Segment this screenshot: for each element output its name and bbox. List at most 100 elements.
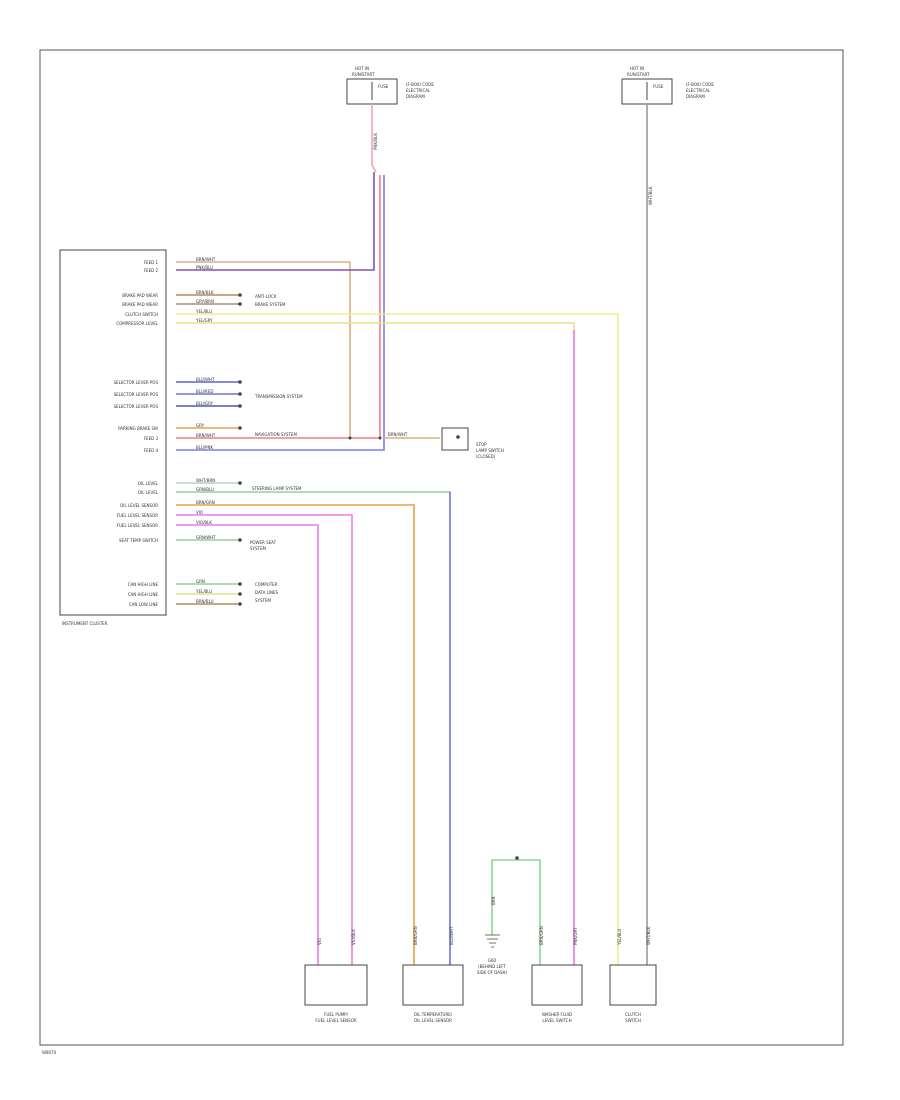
wire-code-oilsensor: BRN/GRN — [196, 500, 215, 505]
top-left-desc-2: ELECTRICAL — [406, 88, 431, 93]
pin-label-selector3: SELECTOR LEVER POS — [114, 404, 159, 409]
clutch-wire-1: YEL/BLU — [617, 929, 622, 946]
wire-code-feed3: BRN/WHT — [196, 433, 216, 438]
bottom-component-oil: BRN/GRN BLU/WHT OIL TEMPERATURE/ OIL LEV… — [402, 926, 464, 1023]
ground-label-1: G60 — [488, 958, 497, 963]
pin-label-can1: CAN HIGH LINE — [128, 582, 159, 587]
wire-pink-top — [371, 104, 377, 173]
ref-computer-3: SYSTEM — [255, 598, 271, 603]
oil-wire-2: BLU/WHT — [449, 926, 454, 945]
wire-green-oil — [176, 491, 451, 965]
wire-code-selector3: BLU/GRY — [196, 401, 214, 406]
clutch-label-2: SWITCH — [625, 1018, 641, 1023]
ground-wire: BRN — [491, 896, 496, 905]
wire-violet-feed2 — [176, 172, 375, 271]
wires — [176, 104, 648, 965]
wire-code-oil2: GRN/BLU — [196, 487, 214, 492]
stop-lamp-label-1: STOP — [476, 442, 487, 447]
ref-power-seat-2: SYSTEM — [250, 546, 266, 551]
wire-washer-ground — [491, 859, 541, 965]
pin-label-selector2: SELECTOR LEVER POS — [114, 392, 159, 397]
oil-label-1: OIL TEMPERATURE/ — [414, 1012, 453, 1017]
pin-label-compressor: COMPRESSOR LEVEL — [116, 321, 158, 326]
wire-code-fuel2: VIO/BLK — [196, 520, 212, 525]
wire-violet-fuel2 — [176, 514, 353, 965]
oil-sensor-box — [402, 964, 464, 1006]
stop-lamp-box — [441, 427, 469, 451]
stop-lamp-label-2: LAMP SWITCH — [476, 448, 504, 453]
ref-navigation: NAVIGATION SYSTEM — [255, 432, 297, 437]
cluster-name: INSTRUMENT CLUSTER — [62, 621, 108, 626]
top-right-wire-label: WHT/BLK — [648, 186, 653, 205]
ref-power-seat-1: POWER SEAT — [250, 540, 277, 545]
ref-anti-lock-1: ANTI-LOCK — [255, 294, 277, 299]
wire-code-clutch: YEL/BLU — [195, 309, 212, 314]
instrument-cluster: INSTRUMENT CLUSTER FEED 1 FEED 2 BRAKE P… — [59, 249, 382, 626]
pin-label-parking: PARKING BRAKE SW — [118, 426, 158, 431]
ref-computer-2: DATA LINES — [255, 590, 279, 595]
fuel-wire-2: VIO/BLK — [351, 929, 356, 945]
pin-label-feed1: FEED 1 — [144, 260, 159, 265]
washer-wire-1: BRN/GRN — [539, 926, 544, 945]
wire-code-parking: GRY — [196, 423, 205, 428]
top-left-desc-3: DIAGRAM — [406, 94, 425, 99]
clutch-switch-box — [609, 964, 657, 1006]
wire-code-selector1: BLU/WHT — [196, 377, 215, 382]
fuel-sensor-box — [304, 964, 368, 1006]
ground-label-3: SIDE OF DASH) — [477, 970, 508, 975]
top-left-title-2: RUN/START — [352, 72, 375, 77]
wire-code-compressor: YEL/GRY — [195, 318, 213, 323]
washer-label-1: WASHER FLUID — [542, 1012, 572, 1017]
stop-lamp-label-3: (CLOSED) — [476, 454, 496, 459]
stop-lamp-switch: BRN/WHT STOP LAMP SWITCH (CLOSED) — [388, 427, 504, 459]
fuel-wire-1: VIO — [317, 938, 322, 945]
footer-code: W8070 — [42, 1050, 57, 1055]
pin-label-fuel1: FUEL LEVEL SENSOR — [117, 513, 159, 518]
pin-label-can3: CAN LOW LINE — [129, 602, 159, 607]
wire-code-selector2: BLU/RED — [196, 389, 213, 394]
pin-label-brakepad2: BRAKE PAD WEAR — [122, 302, 158, 307]
clutch-label-1: CLUTCH — [625, 1012, 641, 1017]
washer-wire-2: PNK/GRY — [573, 927, 578, 945]
wire-code-can3: BRN/BLU — [196, 599, 214, 604]
top-right-title-1: HOT IN — [630, 66, 644, 71]
oil-wire-1: BRN/GRN — [413, 926, 418, 945]
top-left-wire-label: PNK/BLK — [373, 133, 378, 150]
top-connector-left: HOT IN RUN/START FUSE (F-BOX) CODE ELECT… — [346, 66, 434, 150]
wire-violet-fuel1 — [176, 524, 319, 965]
pin-label-feed3: FEED 3 — [144, 436, 159, 441]
pin-label-oil1: OIL LEVEL — [138, 481, 159, 486]
ground-symbol-icon — [485, 934, 500, 948]
bottom-component-ground: BRN G60 (BEHIND LEFT SIDE OF DASH) — [477, 856, 519, 975]
pin-label-brakepad1: BRAKE PAD WEAR — [122, 293, 158, 298]
wire-code-feed4: BLU/PNK — [196, 445, 213, 450]
top-right-desc-2: ELECTRICAL — [686, 88, 711, 93]
washer-switch-box — [531, 964, 583, 1006]
oil-label-2: OIL LEVEL SENSOR — [414, 1018, 452, 1023]
top-connector-right: HOT IN RUN/START FUSE (F-BOX) CODE ELECT… — [621, 66, 714, 205]
wire-yellow-compressor — [176, 322, 575, 965]
top-left-fuse-label: FUSE — [378, 84, 389, 89]
top-left-desc-1: (F-BOX) CODE — [406, 82, 434, 87]
pin-label-feed2: FEED 2 — [144, 268, 159, 273]
clutch-wire-2: WHT/BLK — [646, 926, 651, 945]
ref-computer-1: COMPUTER — [255, 582, 278, 587]
bottom-component-clutch: YEL/BLU WHT/BLK CLUTCH SWITCH — [609, 926, 657, 1023]
pin-label-oilsensor: OIL LEVEL SENSOR — [120, 503, 158, 508]
top-right-desc-3: DIAGRAM — [686, 94, 705, 99]
stop-lamp-wire: BRN/WHT — [388, 432, 408, 437]
pin-label-feed4: FEED 4 — [144, 448, 159, 453]
ref-anti-lock-2: BRAKE SYSTEM — [255, 302, 286, 307]
wire-code-brakepad2: GRY/BRN — [196, 299, 214, 304]
fuel-label-1: FUEL PUMP/ — [324, 1012, 348, 1017]
ref-steering: STEERING LAMP SYSTEM — [252, 486, 302, 491]
pin-label-can2: CAN HIGH LINE — [128, 592, 159, 597]
wire-code-oil1: WHT/BRN — [196, 478, 215, 483]
pin-label-seat: SEAT TEMP SWITCH — [119, 538, 158, 543]
wire-code-feed1: BRN/WHT — [196, 257, 216, 262]
ref-transmission: TRANSMISSION SYSTEM — [254, 394, 303, 399]
wire-yellow-clutch — [176, 313, 619, 965]
wire-code-brakepad1: BRN/BLK — [196, 290, 214, 295]
wire-code-can2: YEL/BLU — [195, 589, 212, 594]
